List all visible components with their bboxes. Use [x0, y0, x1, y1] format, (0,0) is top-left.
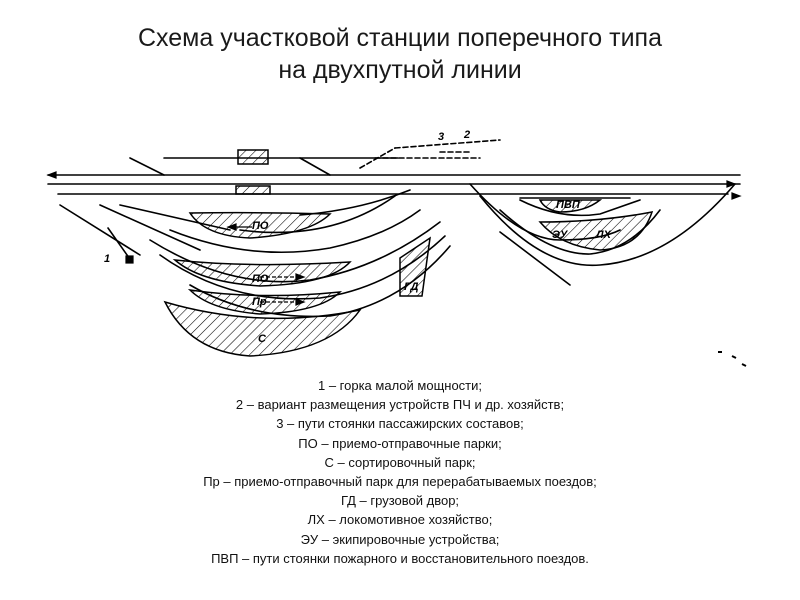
direction-arrow-left	[46, 171, 57, 179]
building-bottom	[235, 185, 271, 195]
legend-item: 1 – горка малой мощности;	[317, 378, 483, 393]
label-po-top: ПО	[252, 220, 269, 232]
label-3: 3	[438, 131, 444, 143]
diagram-title: Схема участковой станции поперечного тип…	[0, 22, 800, 86]
label-pr: Пр	[252, 296, 267, 308]
legend-item: ЛХ – локомотивное хозяйство;	[307, 512, 493, 528]
label-pvp: ПВП	[556, 199, 581, 211]
yard-curve-1	[169, 209, 421, 254]
legend-item: 3 – пути стоянки пассажирских составов;	[276, 416, 524, 432]
gd-freight-yard	[399, 236, 431, 297]
eu-lh-area	[538, 211, 654, 251]
po-park-mid	[172, 259, 352, 287]
title-line-1: Схема участковой станции поперечного тип…	[138, 24, 662, 52]
label-eu: ЭУ	[552, 229, 569, 241]
depot-spur	[499, 231, 571, 286]
label-s: С	[258, 333, 267, 345]
hump-marker	[125, 255, 134, 264]
throat-line-1	[59, 204, 141, 256]
label-gd: ГД	[404, 281, 418, 293]
legend-item: Пр – приемо-отправочный парк для перераб…	[203, 474, 597, 490]
building-top	[237, 149, 269, 165]
direction-arrow-right	[726, 180, 737, 188]
legend-item: С – сортировочный парк;	[324, 454, 476, 470]
station-scheme: ПО ПО Пр С ГД ПВП ЭУ ЛХ 1 2 3	[46, 129, 747, 367]
legend: 1 – горка малой мощности; 2 – вариант ра…	[0, 376, 800, 568]
pr-park	[187, 288, 343, 315]
label-2: 2	[463, 129, 470, 141]
pvp-area	[538, 199, 603, 213]
legend-item: ПО – приемо-отправочные парки;	[298, 435, 502, 451]
po-park-top	[188, 211, 332, 239]
depot-outer-curve	[479, 183, 736, 267]
s-park	[163, 300, 362, 357]
title-line-2: на двухпутной линии	[278, 56, 522, 84]
label-1: 1	[104, 253, 110, 265]
legend-item: ПВП – пути стоянки пожарного и восстанов…	[211, 550, 589, 566]
legend-item: 2 – вариант размещения устройств ПЧ и др…	[235, 397, 565, 413]
label-lh: ЛХ	[595, 229, 612, 241]
legend-item: ЭУ – экипировочные устройства;	[300, 531, 500, 547]
legend-item: ГД – грузовой двор;	[340, 493, 460, 509]
label-po-mid: ПО	[252, 273, 269, 285]
passenger-storage-tracks	[359, 139, 501, 169]
scan-marks	[718, 351, 747, 367]
